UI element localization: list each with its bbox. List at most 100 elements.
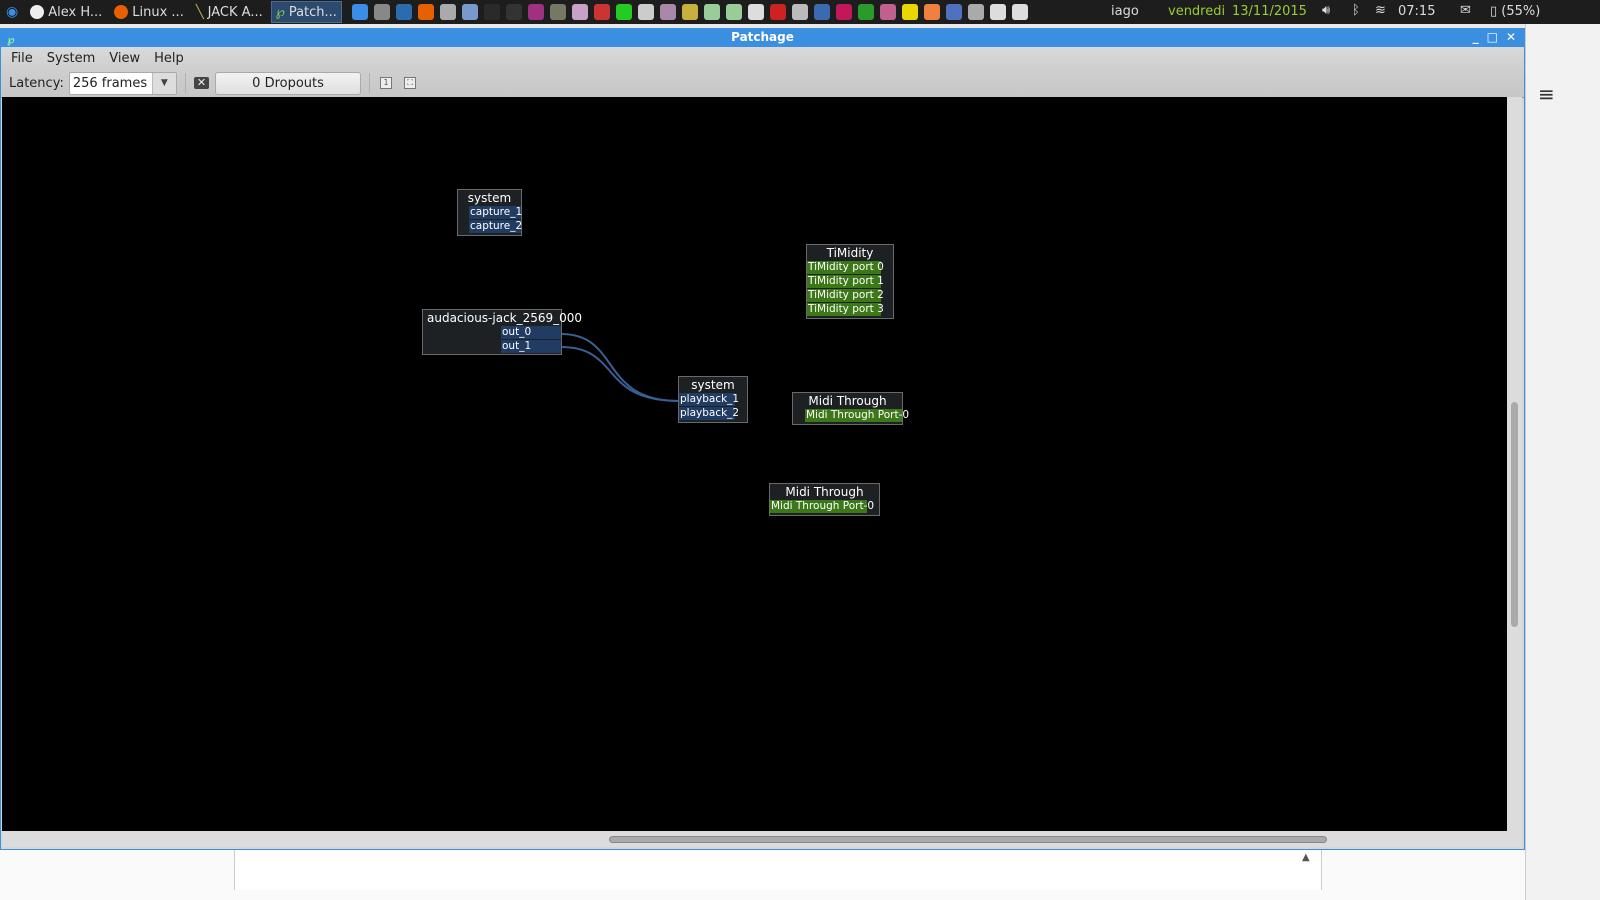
node-timidity[interactable]: TiMidity TiMidity port 0 TiMidity port 1… [806, 244, 894, 319]
port[interactable]: TiMidity port 2 [807, 289, 884, 302]
launcher-icon[interactable] [879, 4, 896, 20]
port[interactable]: capture_2 [469, 220, 523, 233]
launcher-icon[interactable] [703, 4, 720, 20]
launcher-icon[interactable] [989, 4, 1006, 20]
task-alex[interactable]: Alex H... [26, 1, 106, 23]
launcher-icon[interactable] [725, 4, 742, 20]
node-midi-through-2[interactable]: Midi Through Midi Through Port-0 [769, 483, 880, 516]
connection-wire[interactable] [560, 333, 680, 402]
port[interactable]: Midi Through Port-0 [805, 409, 910, 422]
scrollbar-thumb[interactable] [1511, 402, 1518, 627]
node-title: system [467, 191, 512, 205]
vertical-scrollbar[interactable] [1507, 97, 1522, 831]
node-title: TiMidity [826, 246, 874, 260]
port[interactable]: TiMidity port 3 [807, 303, 884, 316]
chevron-down-icon[interactable]: ▼ [151, 72, 176, 94]
menu-file[interactable]: File [11, 50, 33, 66]
task-label: Alex H... [48, 4, 103, 20]
connection-wire[interactable] [560, 346, 680, 402]
pen-icon: ╲ [195, 4, 204, 20]
clock[interactable]: 07:15 [1398, 4, 1436, 19]
patchage-icon: ℘ [7, 33, 15, 46]
battery-indicator[interactable]: ▯ (55%) [1490, 4, 1540, 19]
launcher-icon[interactable] [439, 4, 456, 20]
launcher-icon[interactable] [967, 4, 984, 20]
connections-layer [560, 333, 680, 402]
launcher-icon[interactable] [395, 4, 412, 20]
background-window: ≡ [1525, 24, 1600, 900]
launcher-icon[interactable] [857, 4, 874, 20]
launcher-icon[interactable] [461, 4, 478, 20]
separator [369, 73, 371, 93]
port[interactable]: TiMidity port 1 [807, 275, 884, 288]
date-label[interactable]: 13/11/2015 [1232, 4, 1307, 19]
clear-dropouts-icon[interactable]: ✕ [193, 77, 210, 89]
user-name[interactable]: iago [1111, 4, 1139, 19]
launcher-icon[interactable] [637, 4, 654, 20]
latency-label: Latency: [9, 75, 64, 91]
taskbar: ◉ Alex H... Linux ... ╲JACK A... ℘Patch.… [0, 0, 1600, 24]
bluetooth-icon[interactable]: ᛒ [1352, 3, 1360, 18]
launcher-icon[interactable] [1011, 4, 1028, 20]
wifi-icon[interactable]: ≋ [1375, 3, 1386, 18]
port[interactable]: capture_1 [469, 206, 523, 219]
node-system-capture[interactable]: system capture_1 capture_2 [457, 189, 522, 236]
launcher-icon[interactable] [373, 4, 390, 20]
node-system-playback[interactable]: system playback_1 playback_2 [678, 376, 748, 423]
launcher-icon[interactable] [505, 4, 522, 20]
task-label: JACK A... [207, 4, 263, 20]
port[interactable]: TiMidity port 0 [807, 261, 884, 274]
scroll-up-icon[interactable]: ▲ [1302, 852, 1310, 863]
start-menu-icon[interactable]: ◉ [6, 4, 19, 20]
background-panel [234, 850, 1322, 890]
task-linux[interactable]: Linux ... [110, 1, 188, 23]
zoom-fit-icon[interactable]: ⛶ [404, 77, 417, 89]
horizontal-scrollbar[interactable] [2, 831, 1522, 847]
latency-select[interactable]: 256 frames ▼ [68, 71, 177, 95]
task-label: Patch... [288, 4, 337, 20]
port[interactable]: out_1 [501, 340, 561, 353]
launcher-icon[interactable] [747, 4, 764, 20]
launcher-icon[interactable] [901, 4, 918, 20]
dropouts-button[interactable]: 0 Dropouts [215, 71, 362, 95]
menu-system[interactable]: System [46, 50, 96, 66]
launcher-icon[interactable] [527, 4, 544, 20]
zoom-normal-icon[interactable]: 1 [380, 77, 393, 89]
volume-icon[interactable]: 🔊︎ [1322, 3, 1331, 18]
launcher-icon[interactable] [593, 4, 610, 20]
task-patchage[interactable]: ℘Patch... [270, 1, 342, 23]
maximize-button[interactable]: □ [1486, 30, 1498, 44]
launcher-icon[interactable] [483, 4, 500, 20]
launcher-icon[interactable] [681, 4, 698, 20]
port[interactable]: out_0 [501, 326, 561, 339]
task-jack[interactable]: ╲JACK A... [192, 1, 267, 23]
task-label: Linux ... [132, 4, 184, 20]
launcher-icon[interactable] [945, 4, 962, 20]
menu-help[interactable]: Help [154, 50, 184, 66]
latency-value[interactable]: 256 frames [72, 75, 148, 91]
port[interactable]: playback_2 [679, 407, 740, 420]
hamburger-menu-icon[interactable]: ≡ [1538, 82, 1555, 106]
minimize-button[interactable]: _ [1472, 30, 1479, 44]
scrollbar-thumb[interactable] [609, 836, 1327, 843]
launcher-icons [351, 4, 1028, 20]
close-button[interactable]: ✕ [1505, 30, 1516, 44]
launcher-icon[interactable] [791, 4, 808, 20]
launcher-icon[interactable] [923, 4, 940, 20]
launcher-icon[interactable] [417, 4, 434, 20]
launcher-icon[interactable] [549, 4, 566, 20]
node-audacious[interactable]: audacious-jack_2569_000 out_0 out_1 [422, 309, 582, 355]
menu-view[interactable]: View [109, 50, 141, 66]
mail-icon[interactable]: ✉ [1460, 3, 1471, 18]
port[interactable]: playback_1 [679, 393, 740, 406]
patch-canvas[interactable]: system capture_1 capture_2 audacious-jac… [2, 97, 1507, 831]
launcher-icon[interactable] [813, 4, 830, 20]
node-midi-through-1[interactable]: Midi Through Midi Through Port-0 [792, 392, 910, 425]
launcher-icon[interactable] [769, 4, 786, 20]
launcher-icon[interactable] [835, 4, 852, 20]
launcher-icon[interactable] [659, 4, 676, 20]
launcher-icon[interactable] [615, 4, 632, 20]
launcher-icon[interactable] [351, 4, 368, 20]
launcher-icon[interactable] [571, 4, 588, 20]
port[interactable]: Midi Through Port-0 [770, 500, 875, 513]
